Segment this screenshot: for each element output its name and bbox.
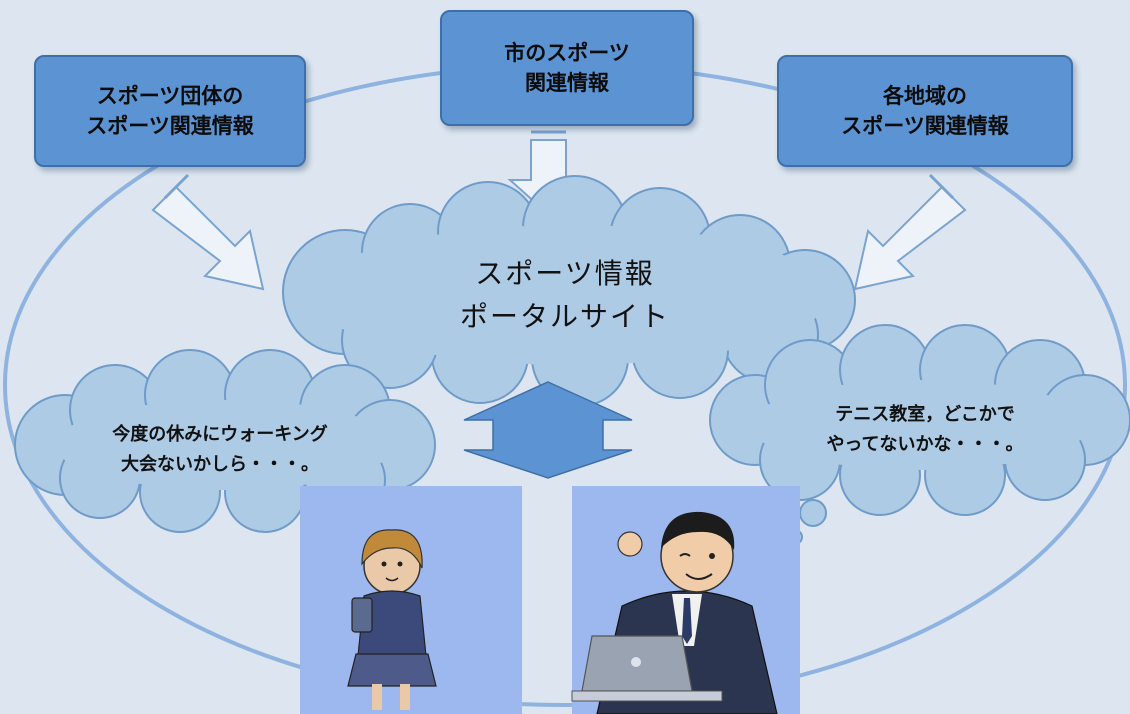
double-arrow: [463, 381, 633, 479]
local-area-info-box: 各地域の スポーツ関連情報: [777, 55, 1073, 167]
arrow-right-down: [853, 173, 967, 291]
right-thought-text: テニス教室，どこかで やってないかな・・・。: [826, 404, 1024, 455]
girl-illustration: [300, 486, 522, 714]
man-illustration: [571, 486, 800, 714]
city-sports-info-box: 市のスポーツ 関連情報: [440, 10, 694, 126]
portal-site-label: スポーツ情報 ポータルサイト: [459, 257, 670, 334]
left-thought-text: 今度の休みにウォーキング 大会ないかしら・・・。: [112, 424, 328, 475]
arrow-left-down: [151, 173, 265, 291]
sports-org-info-box: スポーツ団体の スポーツ関連情報: [34, 55, 306, 167]
